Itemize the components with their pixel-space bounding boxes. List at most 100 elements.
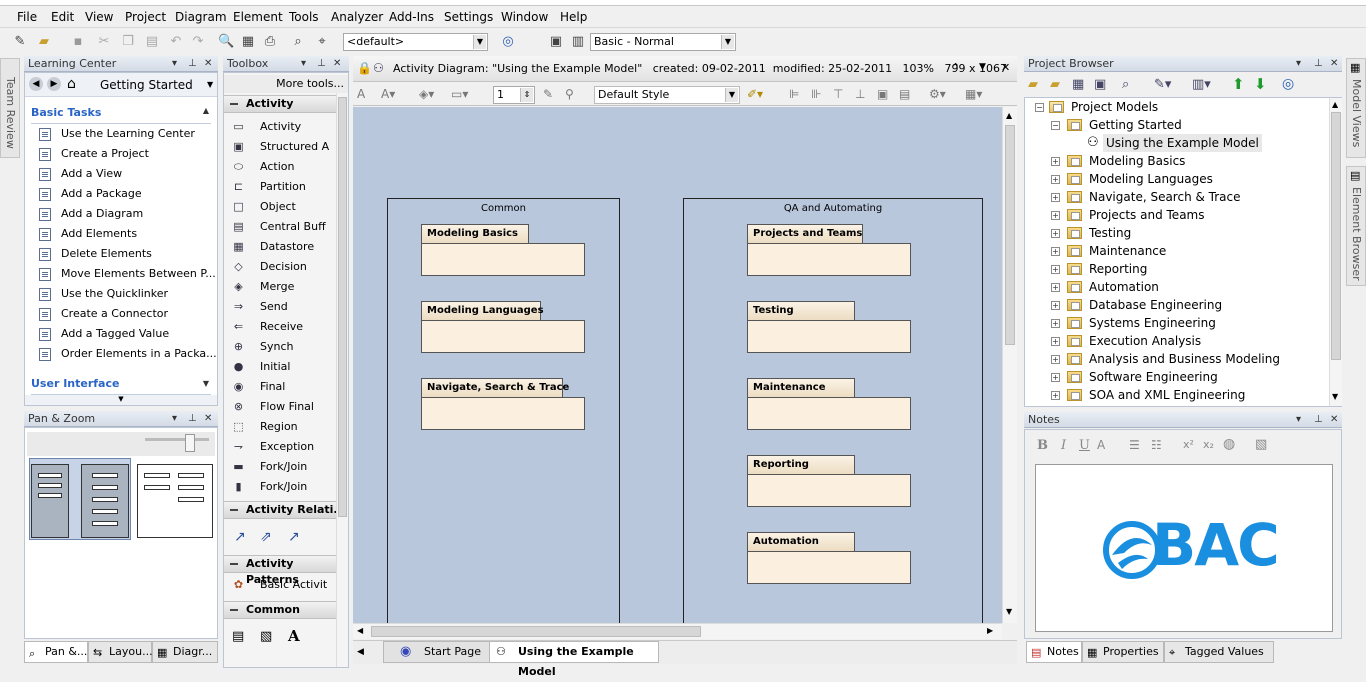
element-browser-tab[interactable]: ▤ Element Browser — [1346, 166, 1366, 286]
paste-icon[interactable]: ▤ — [145, 34, 159, 49]
close-icon[interactable]: ✕ — [1001, 61, 1011, 74]
tool-fork-join[interactable]: ▬Fork/Join — [228, 457, 348, 477]
collapse-icon[interactable]: − — [1035, 103, 1044, 112]
scroll-up-icon[interactable]: ▲ — [1006, 111, 1013, 120]
more-tools-button[interactable]: More tools... — [224, 75, 348, 93]
tab-diagram[interactable]: ▦ Diagr... — [152, 641, 218, 663]
menu-project[interactable]: Project — [125, 10, 167, 24]
align-top-icon[interactable]: ⊤ — [833, 87, 844, 101]
package-tab[interactable]: Navigate, Search & Trace — [421, 378, 569, 398]
canvas-h-thumb[interactable] — [371, 626, 701, 637]
font-color-icon[interactable]: A — [1097, 438, 1106, 452]
package-tab[interactable]: Automation — [747, 532, 855, 552]
save-icon[interactable]: ▪ — [73, 34, 83, 49]
dropdown-icon[interactable]: ▾ — [1296, 414, 1302, 425]
tool-partition[interactable]: ⊏Partition — [228, 177, 348, 197]
menu-help[interactable]: Help — [560, 10, 588, 24]
menu-tools[interactable]: Tools — [289, 10, 319, 24]
dropdown-icon[interactable]: ▾ — [172, 413, 178, 424]
dropdown-icon[interactable]: ▾ — [301, 58, 307, 69]
expand-icon[interactable]: + — [1051, 355, 1060, 364]
canvas-h-scrollbar[interactable]: ◀ ▶ — [353, 623, 1002, 639]
object-flow-icon[interactable]: ⇗ — [260, 529, 272, 545]
note-icon[interactable]: ▤ — [232, 629, 245, 644]
close-icon[interactable]: ✕ — [1330, 414, 1339, 425]
dropdown-icon[interactable]: ▾ — [172, 58, 178, 69]
expand-icon[interactable]: + — [1051, 337, 1060, 346]
documentation-icon[interactable]: ▥▾ — [1192, 77, 1211, 92]
font-icon[interactable]: A — [357, 87, 366, 101]
menu-analyzer[interactable]: Analyzer — [331, 10, 384, 24]
pin-icon[interactable]: ⊥ — [1314, 58, 1323, 69]
subscript-icon[interactable]: x₂ — [1203, 438, 1214, 451]
expand-icon[interactable]: + — [1051, 391, 1060, 400]
package-tab[interactable]: Testing — [747, 301, 855, 321]
close-icon[interactable]: ✕ — [333, 58, 342, 69]
package-body[interactable] — [421, 243, 585, 276]
new-icon[interactable]: ✎ — [14, 34, 26, 49]
pin-icon[interactable]: ⊥ — [317, 58, 326, 69]
task-item[interactable]: Move Elements Between P... — [39, 265, 216, 283]
tab-scroll-left-icon[interactable]: ◀ — [357, 647, 364, 657]
model-views-tab[interactable]: ▦ Model Views — [1346, 58, 1366, 158]
forward-icon[interactable]: ▶ — [47, 77, 61, 91]
control-flow-icon[interactable]: ↗ — [234, 529, 246, 545]
task-item[interactable]: Add Elements — [39, 225, 137, 243]
align-left-icon[interactable]: ⊫ — [789, 87, 800, 101]
chevron-down-icon[interactable]: ▼ — [207, 80, 214, 89]
tool-basic-activity[interactable]: ✿ Basic Activit — [228, 575, 348, 595]
tool-fork-join-vertical[interactable]: ▮Fork/Join — [228, 477, 348, 497]
pin-icon[interactable]: ⊥ — [188, 413, 197, 424]
spinner-icon[interactable]: ⇕ — [520, 88, 533, 102]
scroll-right-icon[interactable]: ▶ — [987, 626, 994, 635]
tool-datastore[interactable]: ▦Datastore — [228, 237, 348, 257]
tool-structured-activity[interactable]: ▣Structured A — [228, 137, 348, 157]
pin-icon[interactable]: ⊥ — [188, 58, 197, 69]
close-icon[interactable]: ✕ — [204, 58, 213, 69]
print-preview-icon[interactable]: 🔍 — [218, 34, 235, 49]
tool-synch[interactable]: ⊕Synch — [228, 337, 348, 357]
line-color-icon[interactable]: ▭▾ — [451, 87, 469, 101]
tree-root-project-models[interactable]: Project Models — [1071, 100, 1159, 114]
package-tab[interactable]: Projects and Teams — [747, 224, 863, 244]
tree-item[interactable]: Analysis and Business Modeling — [1089, 352, 1280, 366]
tree-item[interactable]: Modeling Languages — [1089, 172, 1213, 186]
target-icon[interactable]: ◎ — [502, 34, 514, 49]
move-down-icon[interactable]: ⬇ — [1254, 75, 1267, 93]
bullet-list-icon[interactable]: ☰ — [1129, 438, 1140, 452]
menu-element[interactable]: Element — [233, 10, 283, 24]
bold-icon[interactable]: B — [1037, 438, 1048, 453]
task-item[interactable]: Add a Package — [39, 185, 142, 203]
chevron-down-icon[interactable]: ▼ — [473, 35, 486, 49]
toolbox-section-activity[interactable]: Activity — [224, 95, 348, 113]
tab-tagged-values[interactable]: ⌖ Tagged Values — [1164, 641, 1274, 663]
pick-style-icon[interactable]: ⚲ — [565, 87, 574, 101]
tab-start-page[interactable]: ◉ Start Page — [383, 641, 493, 663]
cut-icon[interactable]: ✂ — [98, 34, 110, 49]
align-center-icon[interactable]: ⊪ — [811, 87, 822, 101]
back-icon[interactable]: ◀ — [29, 77, 43, 91]
notes-editor[interactable]: BAC — [1035, 464, 1333, 632]
tree-item[interactable]: Testing — [1089, 226, 1132, 240]
workspace-icon[interactable]: ▥ — [571, 34, 585, 49]
task-item[interactable]: Use the Learning Center — [39, 125, 195, 143]
find-icon[interactable]: ⌕ — [294, 34, 302, 49]
home-icon[interactable]: ⌂ — [67, 76, 76, 92]
menu-file[interactable]: File — [17, 10, 38, 24]
style-select[interactable]: Default Style ▼ — [594, 86, 740, 104]
package-tab[interactable]: Modeling Basics — [421, 224, 529, 244]
zoom-slider-track[interactable] — [27, 432, 215, 456]
task-item[interactable]: Order Elements in a Packa... — [39, 345, 217, 363]
move-up-icon[interactable]: ⬆ — [1232, 75, 1245, 93]
scroll-up-icon[interactable]: ▲ — [1332, 100, 1339, 109]
tree-item[interactable]: Modeling Basics — [1089, 154, 1186, 168]
search-model-icon[interactable]: ⌖ — [318, 34, 326, 49]
font-color-icon[interactable]: A▾ — [381, 87, 396, 101]
tree-item[interactable]: Navigate, Search & Trace — [1089, 190, 1241, 204]
workspace-select[interactable]: Basic - Normal ▼ — [590, 33, 736, 51]
perspective-select[interactable]: <default> ▼ — [343, 33, 488, 51]
tool-region[interactable]: ⬚Region — [228, 417, 348, 437]
package-tab[interactable]: Reporting — [747, 455, 855, 475]
package-body[interactable] — [421, 397, 585, 430]
package-body[interactable] — [747, 320, 911, 353]
